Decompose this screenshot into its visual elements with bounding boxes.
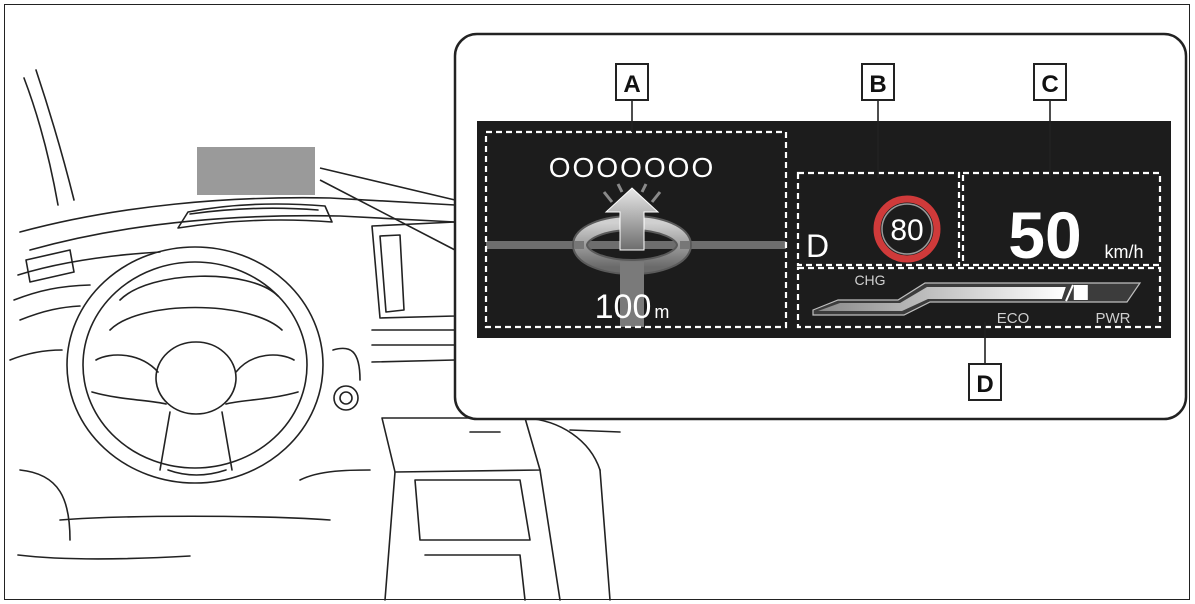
a-pillar: [23, 77, 59, 206]
callout-b-letter: B: [869, 71, 886, 98]
figure-frame: [4, 4, 1190, 600]
nav-street-name: OOOOOOO: [549, 152, 715, 183]
region-c-outline: [961, 171, 1162, 267]
region-d-outline: [796, 266, 1162, 329]
nav-distance-unit: m: [654, 302, 669, 322]
steering-hub: [155, 341, 237, 415]
region-c-speed: 50 km/h: [961, 171, 1162, 272]
region-a-outline: [484, 130, 788, 329]
callout-b-box: [861, 63, 895, 101]
hud-projector-unit: [177, 203, 333, 229]
callout-a-box: [615, 63, 649, 101]
callout-d: D: [968, 322, 1002, 401]
nav-stem: [620, 262, 644, 327]
inset-leader-bottom: [319, 179, 456, 251]
callout-d-letter: D: [976, 371, 993, 398]
callout-c-letter: C: [1041, 71, 1058, 98]
inset-leader-top: [319, 167, 456, 201]
callout-c-box: [1033, 63, 1067, 101]
speed-limit-sign: [873, 195, 941, 263]
region-d-hybrid-indicator: CHG ECO PWR: [796, 266, 1162, 329]
callout-a: A: [615, 63, 649, 132]
car-interior-drawing: [9, 69, 621, 601]
hybrid-fill: [818, 287, 1066, 311]
callout-b: B: [861, 63, 895, 178]
hybrid-chg-label: CHG: [854, 272, 885, 288]
speed-limit-value: 80: [890, 214, 923, 247]
hybrid-pwr-label: PWR: [1096, 310, 1131, 327]
hybrid-eco-label: ECO: [997, 310, 1030, 327]
vehicle-speed-unit: km/h: [1104, 242, 1143, 262]
nav-direction-arrow: [604, 187, 660, 251]
hybrid-pointer: [1073, 285, 1088, 300]
vehicle-speed-value: 50: [1008, 198, 1081, 272]
gear-indicator: D: [806, 228, 829, 264]
nav-distance-value: 100: [595, 288, 652, 326]
hud-projection-area: [197, 147, 315, 195]
callout-c: C: [1033, 63, 1067, 178]
callout-d-box: [968, 363, 1002, 401]
callout-a-letter: A: [623, 71, 640, 98]
steering-wheel-outer: [66, 246, 324, 484]
